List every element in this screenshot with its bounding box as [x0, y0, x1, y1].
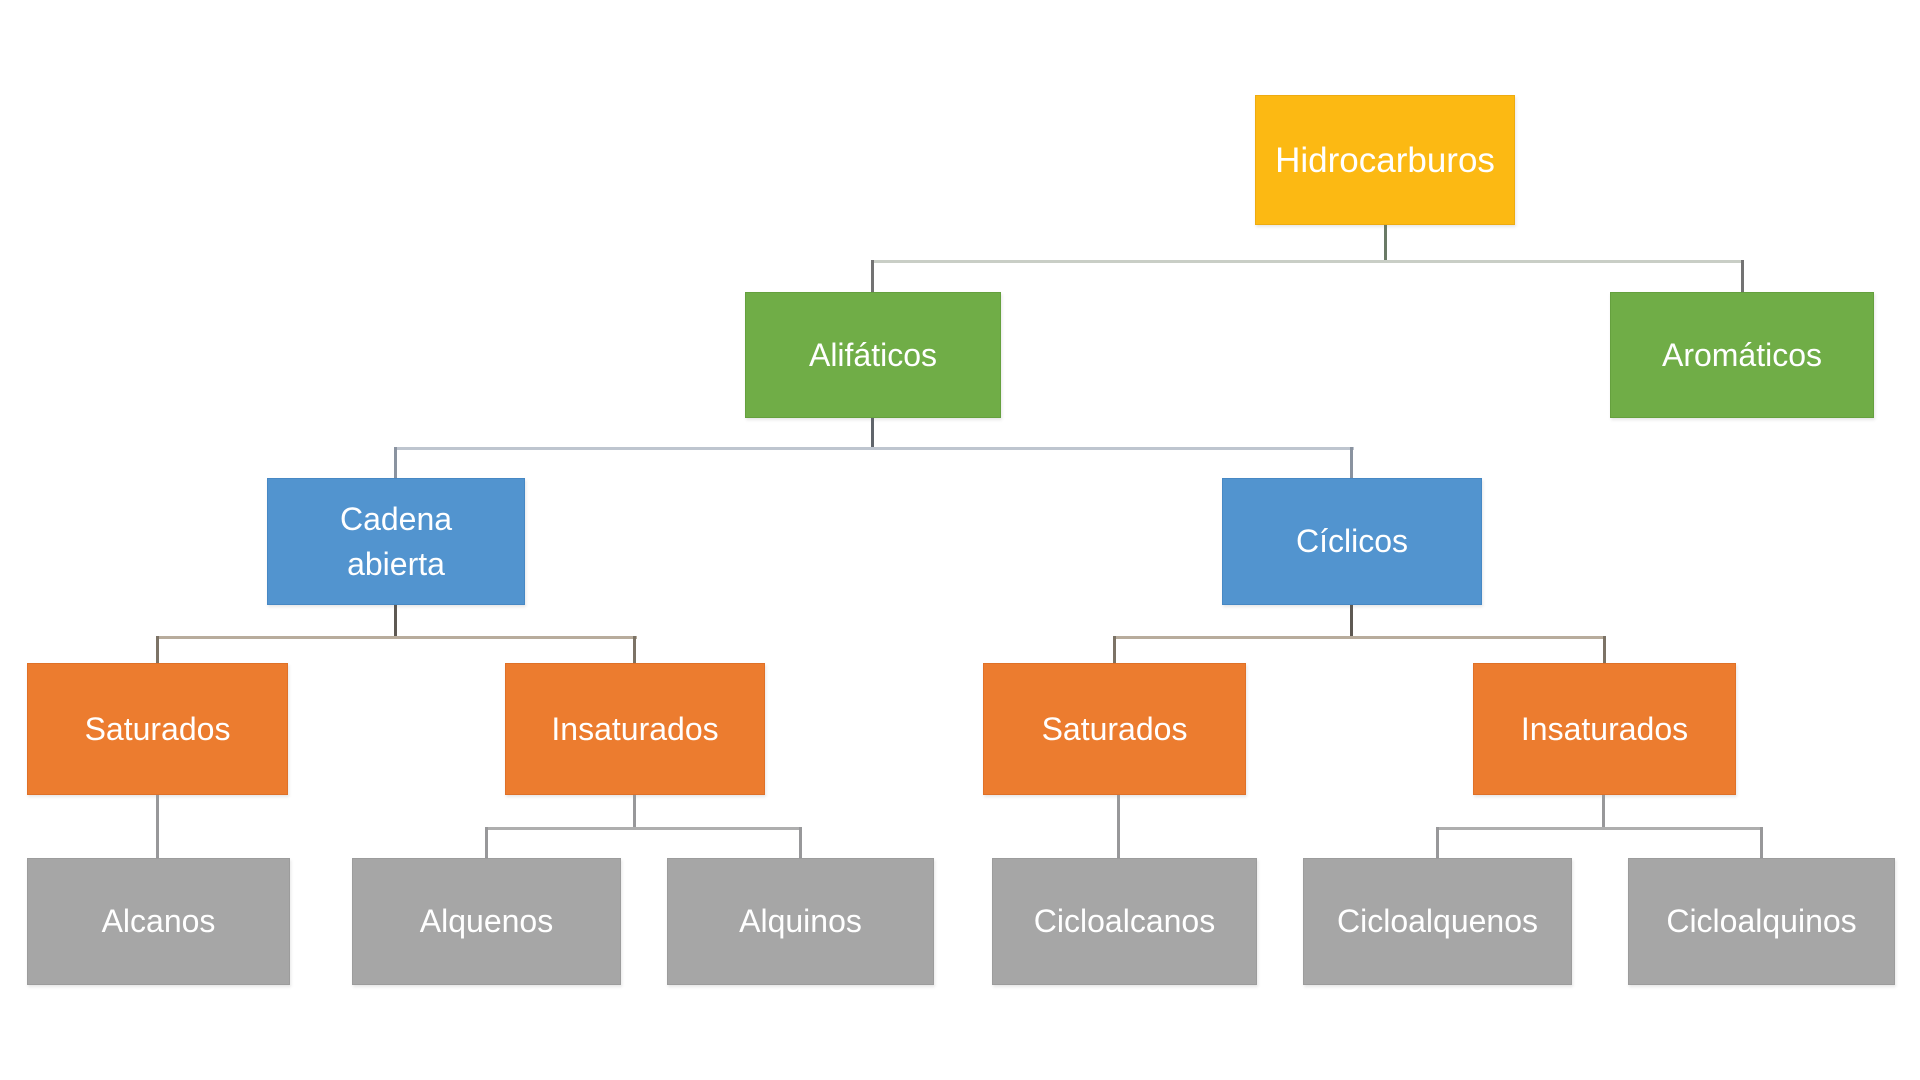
connector-drop-insaturados-left	[633, 636, 636, 663]
node-alquenos: Alquenos	[352, 858, 621, 985]
node-aromaticos: Aromáticos	[1610, 292, 1874, 418]
connector-cadena-rail	[157, 636, 637, 639]
connector-cadena-stub	[394, 605, 397, 638]
connector-drop-alquenos	[485, 827, 488, 858]
node-insaturados-left: Insaturados	[505, 663, 765, 795]
connector-drop-insaturados-right	[1603, 636, 1606, 663]
connector-root-stub	[1384, 225, 1387, 263]
connector-drop-alquinos	[799, 827, 802, 858]
connector-drop-cadena-abierta	[394, 447, 397, 478]
connector-drop-cicloalquenos	[1436, 827, 1439, 858]
node-insaturados-right: Insaturados	[1473, 663, 1736, 795]
connector-drop-alifaticos	[871, 260, 874, 292]
node-hidrocarburos: Hidrocarburos	[1255, 95, 1515, 225]
node-label: Alquinos	[739, 903, 862, 940]
node-ciclicos: Cíclicos	[1222, 478, 1482, 605]
connector-drop-aromaticos	[1741, 260, 1744, 292]
connector-drop-saturados-right	[1113, 636, 1116, 663]
node-label: Alifáticos	[808, 336, 938, 373]
node-saturados-left: Saturados	[27, 663, 288, 795]
node-alquinos: Alquinos	[667, 858, 934, 985]
node-label: Insaturados	[551, 710, 719, 747]
node-label: Cicloalquinos	[1666, 903, 1857, 940]
connector-ciclicos-stub	[1350, 605, 1353, 638]
node-label: Saturados	[84, 710, 231, 747]
node-label: Cicloalcanos	[1033, 903, 1216, 940]
node-label: Aromáticos	[1661, 336, 1823, 373]
node-label: Cíclicos	[1295, 523, 1408, 560]
connector-alifaticos-rail	[396, 447, 1354, 450]
node-label: Insaturados	[1520, 710, 1689, 747]
node-label: Saturados	[1041, 710, 1188, 747]
node-saturados-right: Saturados	[983, 663, 1246, 795]
connector-insaturados-left-stub	[633, 795, 636, 830]
connector-saturados-right-cicloalcanos	[1117, 795, 1120, 858]
connector-saturados-left-alcanos	[156, 795, 159, 858]
node-label: Cicloalquenos	[1336, 903, 1538, 940]
node-label: Alcanos	[101, 903, 216, 940]
connector-ciclicos-rail	[1114, 636, 1606, 639]
connector-insaturados-left-rail	[486, 827, 802, 830]
node-label: Hidrocarburos	[1275, 140, 1495, 180]
connector-drop-saturados-left	[156, 636, 159, 663]
connector-drop-cicloalquinos	[1760, 827, 1763, 858]
connector-drop-ciclicos	[1350, 447, 1353, 478]
node-alcanos: Alcanos	[27, 858, 290, 985]
connector-alifaticos-stub	[871, 418, 874, 450]
node-label: Cadena abierta	[339, 500, 453, 582]
node-cadena-abierta: Cadena abierta	[267, 478, 525, 605]
node-label: Alquenos	[419, 903, 554, 940]
connector-insaturados-right-stub	[1602, 795, 1605, 830]
connector-insaturados-right-rail	[1437, 827, 1763, 830]
node-cicloalcanos: Cicloalcanos	[992, 858, 1257, 985]
node-cicloalquinos: Cicloalquinos	[1628, 858, 1895, 985]
node-alifaticos: Alifáticos	[745, 292, 1001, 418]
connector-root-rail	[873, 260, 1744, 263]
node-cicloalquenos: Cicloalquenos	[1303, 858, 1572, 985]
